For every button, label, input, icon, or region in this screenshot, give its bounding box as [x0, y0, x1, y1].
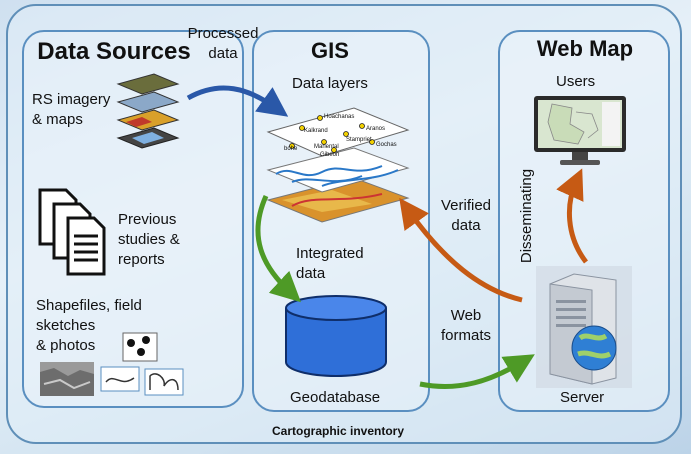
integrated-line2: data — [296, 265, 326, 282]
rs-imagery-line2: & maps — [32, 111, 83, 128]
web-map-title: Web Map — [536, 36, 634, 61]
processed-data-arrow — [186, 85, 289, 117]
users-label: Users — [556, 73, 596, 90]
previous-studies-label: Previous studies & reports — [118, 210, 180, 270]
sketch-icon — [144, 368, 184, 396]
place-label-4: Mariental — [314, 144, 339, 150]
shapefiles-line2: sketches — [36, 317, 96, 334]
place-label-3: Stampriet — [346, 137, 372, 143]
document-icon — [38, 188, 106, 276]
verified-line1: Verified — [440, 197, 492, 214]
previous-line3: reports — [118, 251, 165, 268]
previous-line1: Previous — [118, 211, 177, 228]
place-label-0: Hoachanas — [324, 114, 354, 120]
web-formats-label: Web formats — [430, 306, 502, 346]
place-label-2: Aranos — [366, 126, 385, 132]
data-sources-title: Data Sources — [37, 38, 191, 65]
integrated-line1: Integrated — [296, 245, 364, 262]
web-formats-line1: Web — [450, 307, 482, 324]
web-formats-line2: formats — [440, 327, 491, 344]
monitor-icon — [534, 96, 626, 165]
server-icon — [536, 266, 632, 388]
rs-imagery-label: RS imagery & maps — [32, 90, 110, 130]
rs-imagery-stack — [116, 73, 180, 149]
place-label-7: bohe — [284, 146, 298, 152]
integrated-data-label: Integrated data — [296, 244, 364, 284]
shapefiles-label: Shapefiles, field sketches & photos — [36, 296, 142, 356]
verified-data-arrow — [399, 197, 523, 303]
gis-title: GIS — [311, 38, 349, 63]
field-photo-icon — [40, 362, 94, 396]
processed-line2: data — [208, 45, 238, 62]
place-label-6: Gibeon — [320, 152, 339, 158]
web-formats-arrow — [419, 354, 535, 389]
cartographic-inventory-label: Cartographic inventory — [272, 424, 405, 438]
line-shapefile-icon — [100, 366, 140, 392]
geodatabase-cylinder — [285, 295, 387, 377]
place-label-5: Gochas — [376, 142, 397, 148]
shapefiles-line3: & photos — [36, 337, 96, 354]
disseminating-arrow — [556, 168, 589, 264]
server-label: Server — [560, 389, 605, 406]
place-label-1: Kalkrand — [304, 128, 328, 134]
processed-data-label: Processed data — [182, 24, 264, 64]
shapefiles-line1: Shapefiles, field — [36, 297, 142, 314]
processed-line1: Processed — [187, 25, 259, 42]
data-layers-stack: Hoachanas Kalkrand Aranos Stampriet Mari… — [266, 107, 410, 223]
geodatabase-label: Geodatabase — [290, 389, 381, 406]
integrate-arrow — [255, 194, 301, 303]
verified-line2: data — [451, 217, 481, 234]
data-layers-label: Data layers — [292, 75, 368, 92]
point-shapefile-icon — [122, 332, 158, 362]
verified-data-label: Verified data — [432, 196, 500, 236]
rs-imagery-line1: RS imagery — [32, 91, 111, 108]
previous-line2: studies & — [118, 231, 180, 248]
